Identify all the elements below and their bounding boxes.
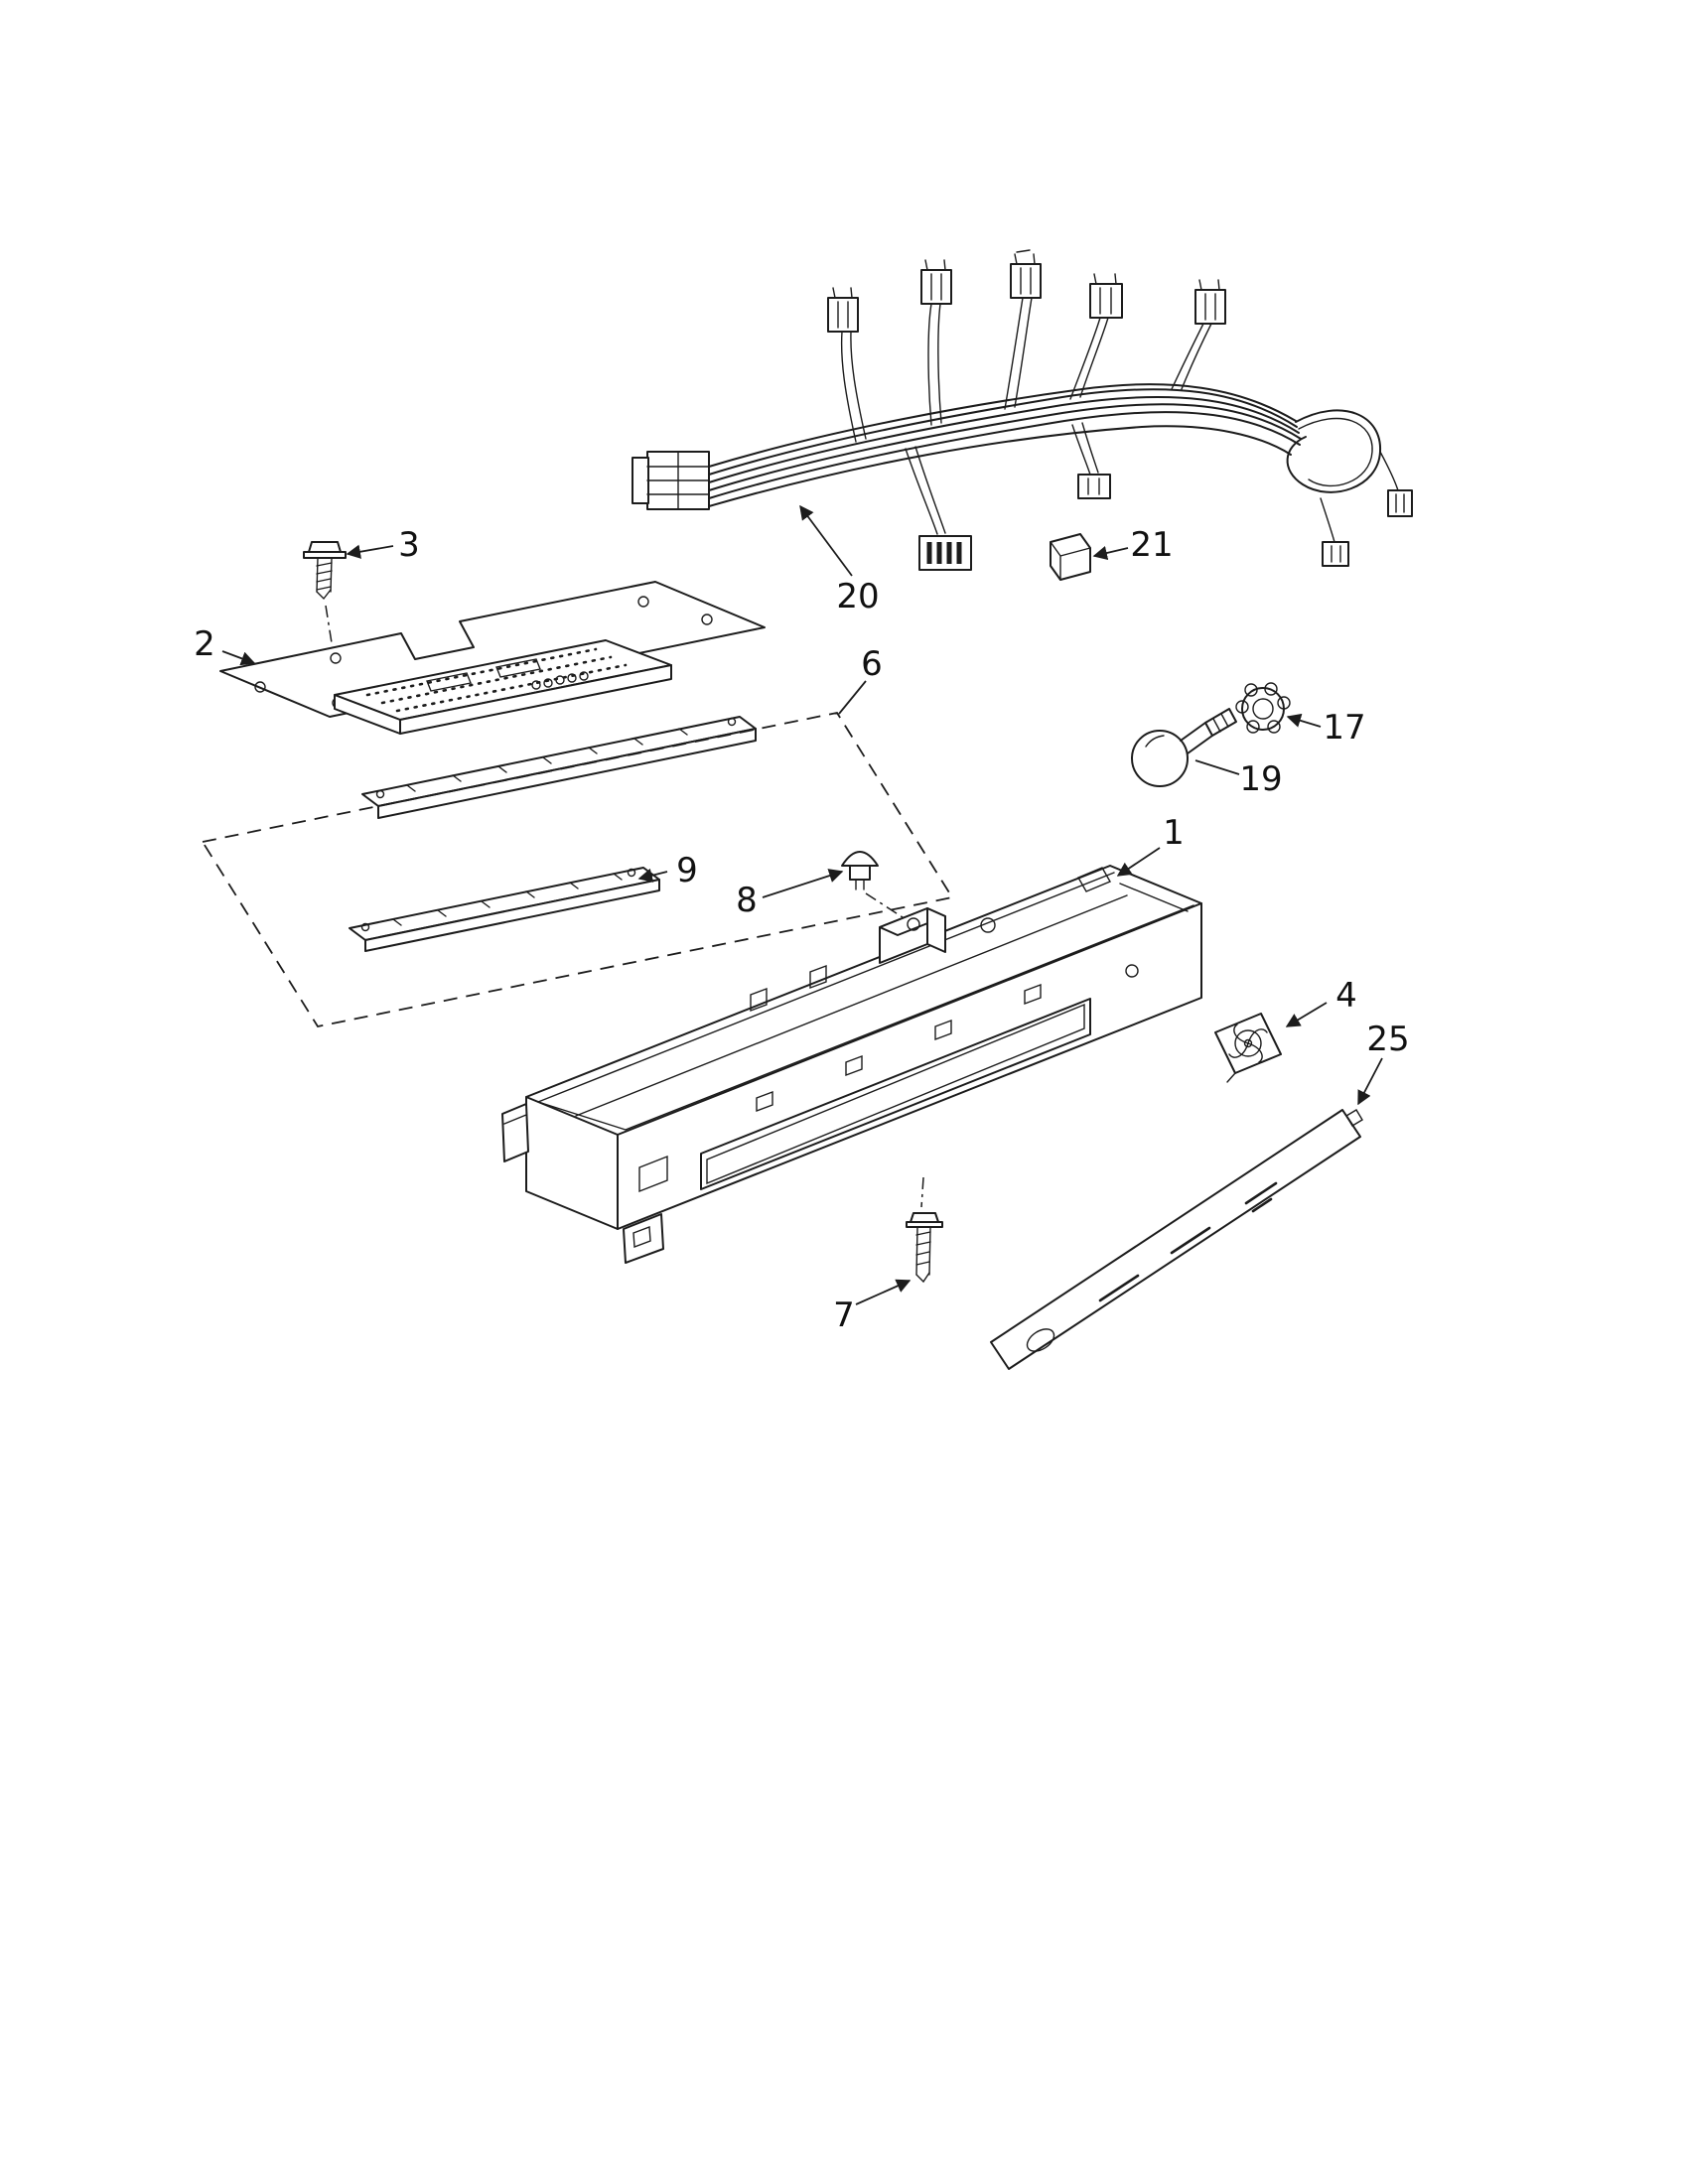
callout-6: 6 <box>861 644 883 684</box>
leader-2 <box>221 650 256 666</box>
grommet <box>841 851 907 920</box>
stray-mark <box>1016 249 1031 253</box>
dashed-assembly-outline <box>201 711 954 1028</box>
circuit-board-9 <box>349 867 660 952</box>
callout-4: 4 <box>1335 976 1357 1016</box>
circuit-board-upper <box>361 716 757 819</box>
harness-branch-connector-4 <box>1069 273 1123 400</box>
screw-7 <box>906 1176 943 1284</box>
callout-2: 2 <box>194 624 215 664</box>
fan-clip <box>1214 1013 1282 1083</box>
wire-clip <box>1050 533 1091 581</box>
leader-8 <box>762 869 844 898</box>
harness-main-connector <box>632 451 710 510</box>
screw-3 <box>303 541 347 650</box>
callout-19: 19 <box>1239 759 1282 799</box>
leader-6 <box>838 680 867 715</box>
leader-7 <box>855 1279 912 1305</box>
callout-20: 20 <box>836 577 879 616</box>
harness-branch-connector-3 <box>1004 253 1042 410</box>
leader-21 <box>1092 546 1129 561</box>
harness-bottom-connector <box>905 446 972 571</box>
callout-17: 17 <box>1323 708 1365 748</box>
harness-branch-connector-1 <box>827 287 867 443</box>
leader-19 <box>1194 759 1240 775</box>
leader-25 <box>1357 1057 1383 1106</box>
light-bulb <box>1131 708 1237 787</box>
callout-8: 8 <box>736 881 758 920</box>
harness-branch-connector-2 <box>920 259 952 426</box>
display-board-assembly <box>334 639 672 735</box>
leader-1 <box>1116 847 1161 877</box>
callout-3: 3 <box>398 525 420 565</box>
callout-21: 21 <box>1130 525 1173 565</box>
trim-panel <box>990 1109 1363 1370</box>
callouts: 3 2 20 21 6 17 19 9 8 1 4 25 7 <box>194 504 1410 1335</box>
leader-9 <box>637 868 668 883</box>
bulb-socket <box>1235 682 1291 734</box>
harness-right-loop <box>1286 409 1413 567</box>
callout-25: 25 <box>1366 1020 1409 1059</box>
harness-mid-connector <box>1071 422 1111 499</box>
leader-3 <box>346 544 394 559</box>
callout-1: 1 <box>1163 813 1185 853</box>
callout-7: 7 <box>833 1296 855 1335</box>
leader-4 <box>1285 1002 1328 1027</box>
console-housing <box>501 865 1202 1264</box>
leader-20 <box>799 504 853 577</box>
harness-branch-connector-5 <box>1171 279 1226 390</box>
wire-harness <box>632 253 1413 571</box>
leader-17 <box>1286 713 1322 728</box>
callout-9: 9 <box>676 851 698 890</box>
